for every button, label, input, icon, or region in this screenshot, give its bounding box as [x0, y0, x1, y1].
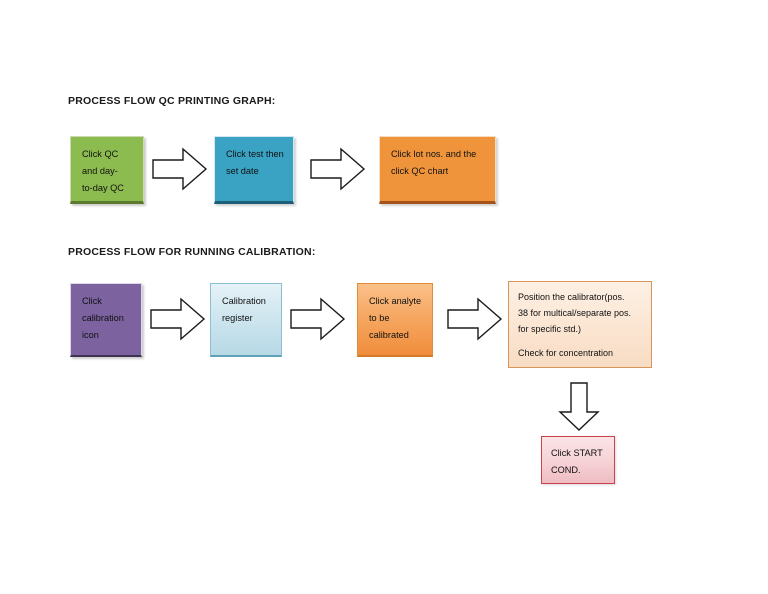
process-box-click-test-set-date[interactable]: Click test then set date [214, 136, 294, 204]
process-box-line: click QC chart [391, 166, 449, 177]
process-box-line: Position the calibrator(pos. [518, 292, 625, 302]
section-heading-qc-printing: PROCESS FLOW QC PRINTING GRAPH: [68, 95, 276, 107]
process-box-line: for specific std.) [518, 323, 582, 334]
process-box-line: to-day QC [82, 183, 124, 194]
process-box-line: Click [82, 296, 102, 306]
process-box-click-qc[interactable]: Click QC and day- to-day QC [70, 136, 144, 204]
arrow-down-icon [557, 382, 601, 432]
arrow-right-icon [290, 297, 346, 341]
process-box-line: Check for concentration [518, 348, 614, 359]
process-box-line: to be [369, 313, 390, 324]
process-box-click-start-cond[interactable]: Click START COND. [541, 436, 615, 484]
process-box-line: 38 for multical/separate pos. [518, 307, 632, 318]
process-box-line: set date [226, 166, 259, 177]
process-box-line: calibration [82, 313, 124, 324]
process-box-line: COND. [551, 465, 581, 476]
section-heading-running-calibration: PROCESS FLOW FOR RUNNING CALIBRATION: [68, 246, 316, 258]
process-box-line: icon [82, 330, 99, 341]
process-box-line: Click START [551, 448, 603, 458]
process-box-line: register [222, 313, 253, 324]
process-box-line: Click analyte [369, 296, 422, 306]
process-box-line: Click lot nos. and the [391, 149, 477, 159]
arrow-right-icon [152, 147, 208, 191]
process-box-line: calibrated [369, 330, 409, 341]
process-box-click-analyte[interactable]: Click analyte to be calibrated [357, 283, 433, 357]
process-box-line: Click test then [226, 149, 284, 159]
process-box-line: Click QC [82, 149, 119, 159]
process-box-click-lot-nos[interactable]: Click lot nos. and the click QC chart [379, 136, 496, 204]
process-box-line: and day- [82, 166, 118, 177]
process-box-line: Calibration [222, 296, 266, 306]
process-box-click-calibration-icon[interactable]: Click calibration icon [70, 283, 142, 357]
arrow-right-icon [310, 147, 366, 191]
process-box-blank-line [518, 337, 644, 346]
arrow-right-icon [447, 297, 503, 341]
process-box-position-calibrator[interactable]: Position the calibrator(pos. 38 for mult… [508, 281, 652, 368]
arrow-right-icon [150, 297, 206, 341]
process-box-calibration-register[interactable]: Calibration register [210, 283, 282, 357]
